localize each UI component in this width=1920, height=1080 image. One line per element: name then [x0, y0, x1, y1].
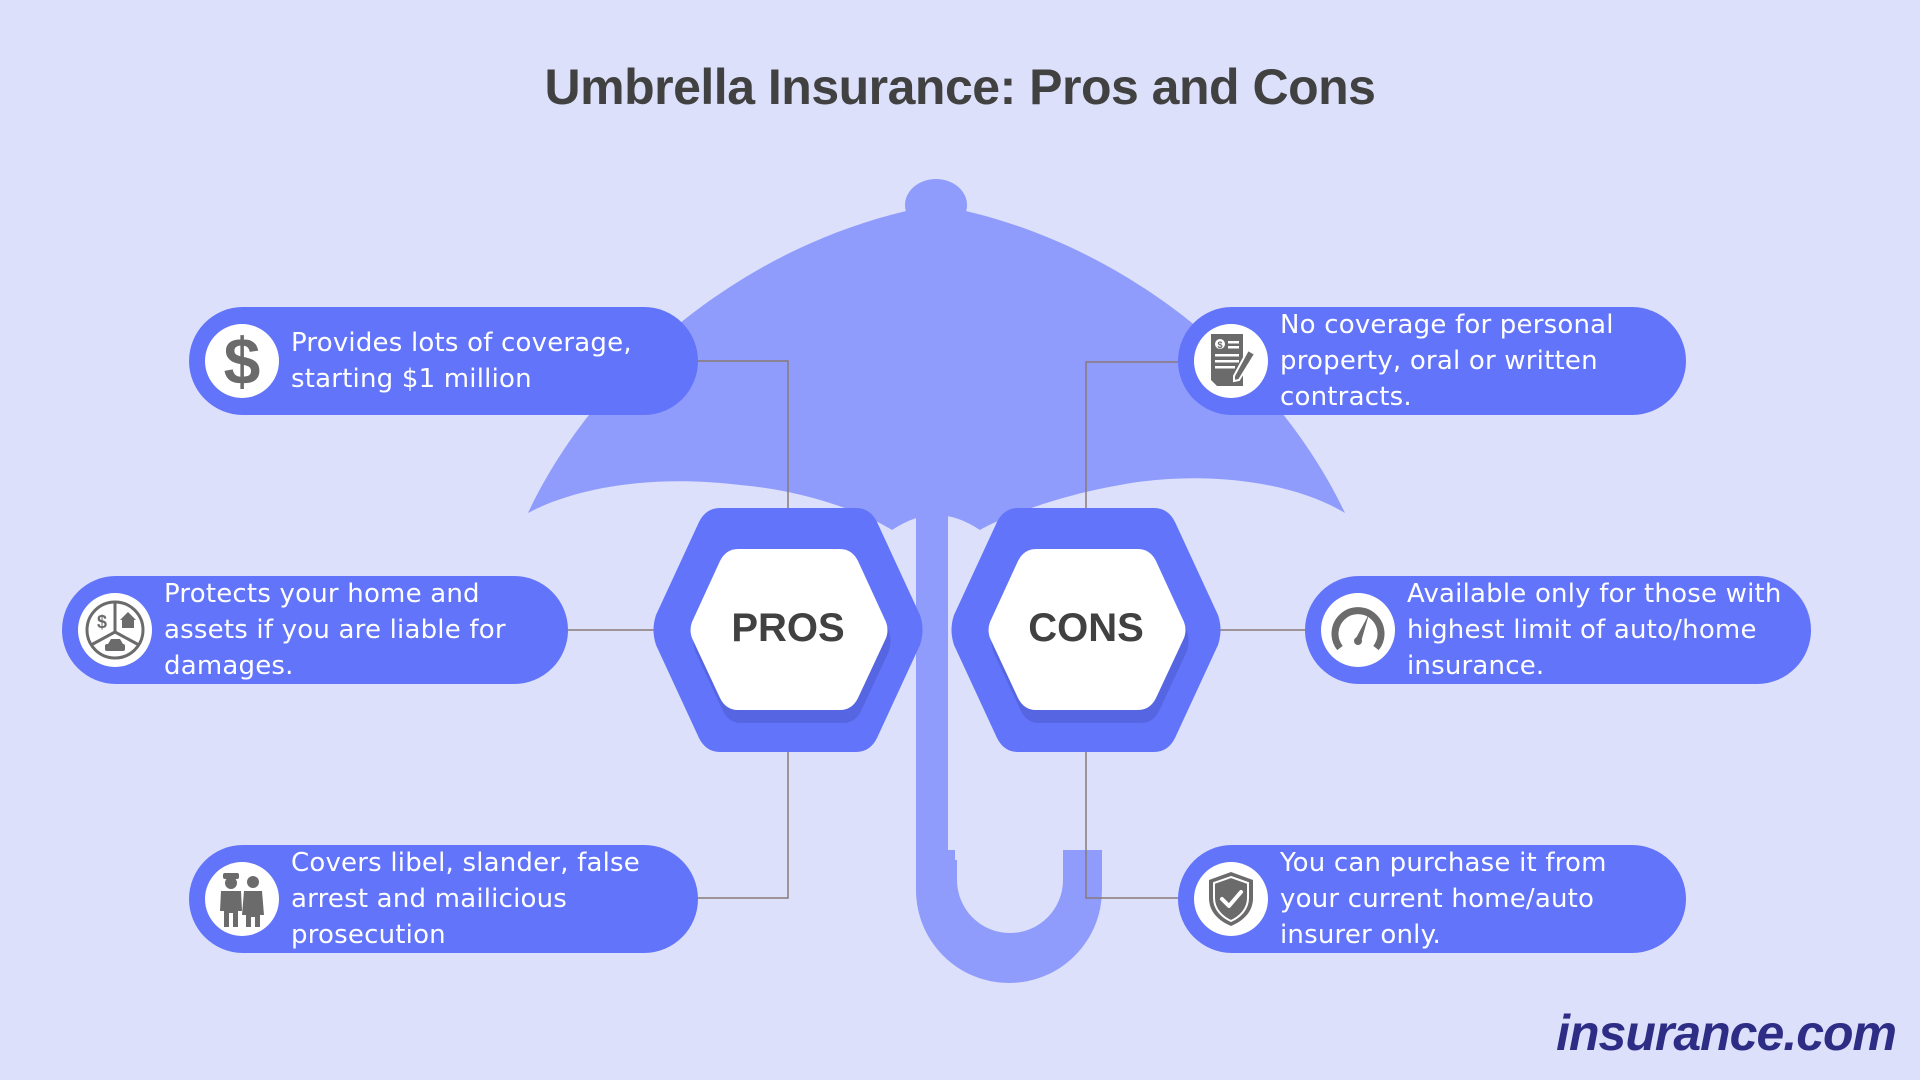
svg-text:$: $: [1217, 340, 1222, 350]
svg-text:$: $: [224, 326, 261, 396]
assets-home-car-icon: $: [78, 593, 152, 667]
pros-item-text: Protects your home and assets if you are…: [164, 579, 506, 681]
pros-item-1: $ Provides lots of coverage, starting $1…: [189, 307, 698, 415]
pros-item-text: Provides lots of coverage, starting $1 m…: [291, 328, 632, 394]
dollar-icon: $: [205, 324, 279, 398]
cons-item-text: You can purchase it from your current ho…: [1280, 848, 1607, 950]
svg-text:$: $: [97, 612, 107, 632]
connector-lines: [568, 360, 1305, 899]
shield-check-icon: [1194, 862, 1268, 936]
pros-item-text: Covers libel, slander, false arrest and …: [291, 848, 640, 950]
cons-item-text: No coverage for personal property, oral …: [1280, 310, 1614, 412]
cons-item-2: Available only for those with highest li…: [1305, 576, 1811, 684]
speedometer-icon: [1321, 593, 1395, 667]
cons-hexagon: [951, 508, 1221, 752]
police-arrest-icon: [205, 862, 279, 936]
cons-item-3: You can purchase it from your current ho…: [1178, 845, 1686, 953]
pros-item-2: $ Protects your home and assets if you a…: [62, 576, 568, 684]
contract-document-icon: $: [1194, 324, 1268, 398]
cons-item-1: $ No coverage for personal property, ora…: [1178, 307, 1686, 415]
pros-hexagon: [653, 508, 923, 752]
cons-label: CONS: [1028, 606, 1144, 650]
brand-logo: insurance.com: [1556, 1005, 1897, 1061]
pros-label: PROS: [731, 606, 845, 650]
pros-item-3: Covers libel, slander, false arrest and …: [189, 845, 698, 953]
page-title: Umbrella Insurance: Pros and Cons: [544, 59, 1376, 115]
cons-item-text: Available only for those with highest li…: [1407, 579, 1782, 681]
